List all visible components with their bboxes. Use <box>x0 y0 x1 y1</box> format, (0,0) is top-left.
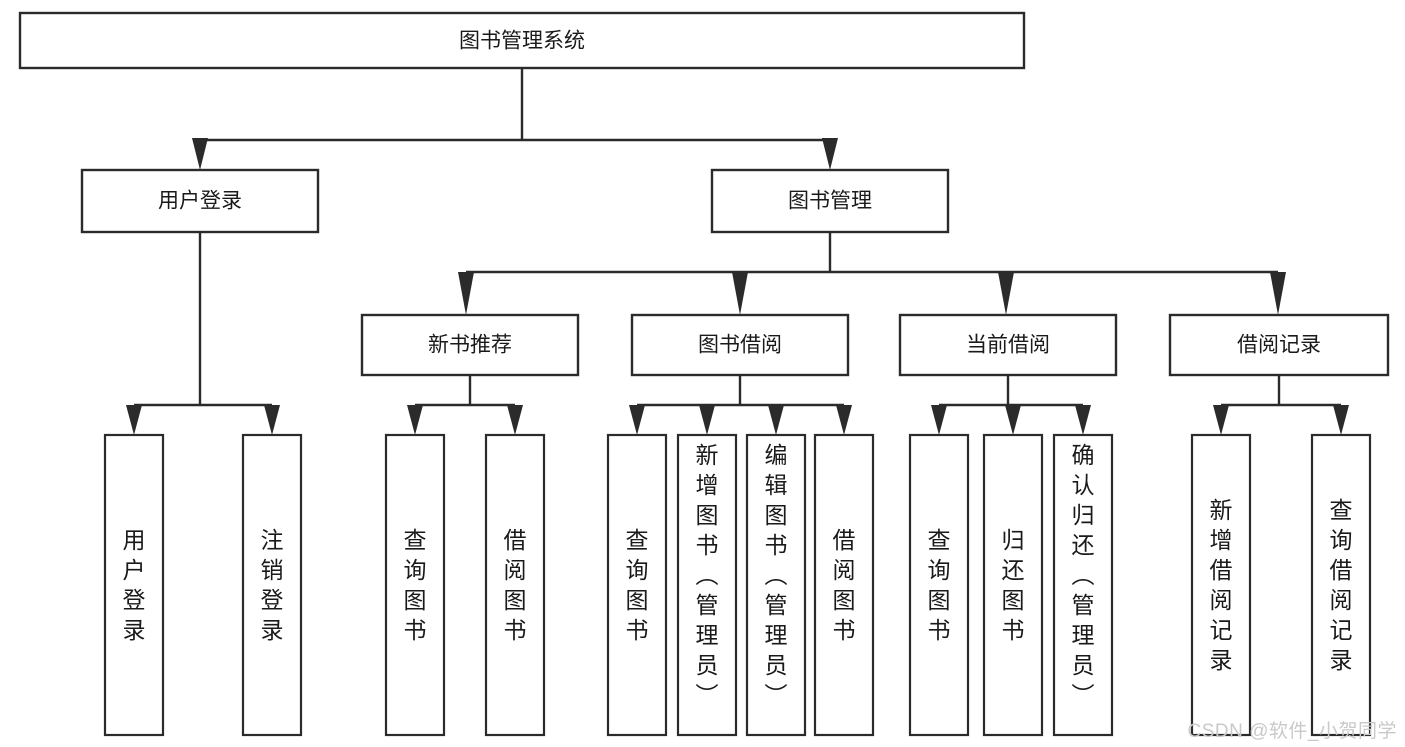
leaf-node-box[interactable] <box>676 433 738 737</box>
leaf-node-box[interactable] <box>813 433 875 737</box>
leaf-node-box[interactable] <box>384 433 446 737</box>
connector-group-book-borrow <box>629 375 852 435</box>
leaf-node-box[interactable] <box>745 433 807 737</box>
node-book-manage[interactable]: 图书管理 <box>710 168 950 234</box>
node-user-login-label: 用户登录 <box>158 190 242 213</box>
node-user-login-box[interactable] <box>80 168 320 234</box>
leaf-node[interactable]: 查询图书 <box>606 433 668 737</box>
leaf-node[interactable]: 新增借阅记录 <box>1190 433 1252 737</box>
leaf-node-layer: 用户登录 注销登录 查询图书 借阅图书 查询图书 新增图书︵管理员︶ 编辑图书︵管理员︶ 借阅… <box>103 433 1372 737</box>
arrow-head-book-borrow <box>732 272 748 315</box>
leaf-node-label: 新增借阅记录 <box>1210 497 1233 673</box>
connector-group-root <box>192 68 838 170</box>
connector-group-current-borrow <box>931 375 1091 435</box>
node-current-borrow-box[interactable] <box>898 313 1118 377</box>
connector-group-user-login <box>126 232 280 435</box>
leaf-node[interactable]: 确认归还︵管理员︶ <box>1052 433 1114 737</box>
csdn-watermark: CSDN @软件_小贺同学 <box>1187 721 1397 742</box>
leaf-node-box[interactable] <box>1052 433 1114 737</box>
arrow-head-leaf-borrow-book-2 <box>836 405 852 435</box>
leaf-node[interactable]: 新增图书︵管理员︶ <box>676 433 738 737</box>
node-new-book-rec-label: 新书推荐 <box>428 334 512 357</box>
leaf-node-label: 注销登录 <box>261 527 284 643</box>
leaf-node-box[interactable] <box>982 433 1044 737</box>
node-book-borrow[interactable]: 图书借阅 <box>630 313 850 377</box>
arrow-head-user-login <box>192 138 208 170</box>
leaf-node-box[interactable] <box>1190 433 1252 737</box>
arrow-head-book-manage <box>822 138 838 170</box>
node-root-label: 图书管理系统 <box>459 30 585 53</box>
leaf-node-box[interactable] <box>241 433 303 737</box>
node-book-manage-box[interactable] <box>710 168 950 234</box>
node-root[interactable]: 图书管理系统 <box>18 11 1026 70</box>
connector-group-new-book-rec <box>407 375 523 435</box>
node-book-manage-label: 图书管理 <box>788 190 872 213</box>
arrow-head-leaf-user-login <box>126 405 142 435</box>
arrow-head-leaf-query-record <box>1333 405 1349 435</box>
leaf-node-label: 查询借阅记录 <box>1330 497 1353 673</box>
arrow-head-leaf-return-book <box>1005 405 1021 435</box>
leaf-node[interactable]: 注销登录 <box>241 433 303 737</box>
leaf-node-box[interactable] <box>103 433 165 737</box>
arrow-head-leaf-borrow-book-1 <box>507 405 523 435</box>
node-borrow-record[interactable]: 借阅记录 <box>1168 313 1390 377</box>
leaf-node-label: 查询图书 <box>404 527 427 643</box>
leaf-node-box[interactable] <box>908 433 970 737</box>
arrow-head-leaf-edit-book <box>768 405 784 435</box>
node-borrow-record-label: 借阅记录 <box>1237 334 1321 357</box>
node-current-borrow-label: 当前借阅 <box>966 334 1050 357</box>
leaf-node-label: 新增图书︵管理员︶ <box>696 442 719 708</box>
leaf-node-label: 编辑图书︵管理员︶ <box>765 442 788 708</box>
arrow-head-leaf-confirm-return <box>1075 405 1091 435</box>
leaf-node-label: 归还图书 <box>1002 527 1025 643</box>
arrow-head-leaf-query-book-3 <box>931 405 947 435</box>
leaf-node[interactable]: 用户登录 <box>103 433 165 737</box>
arrow-head-leaf-query-book-2 <box>629 405 645 435</box>
leaf-node-label: 确认归还︵管理员︶ <box>1072 442 1095 708</box>
leaf-node-label: 用户登录 <box>123 527 146 643</box>
arrow-head-leaf-add-record <box>1213 405 1229 435</box>
leaf-node[interactable]: 查询图书 <box>384 433 446 737</box>
leaf-node-box[interactable] <box>1310 433 1372 737</box>
node-book-borrow-label: 图书借阅 <box>698 334 782 357</box>
arrow-head-borrow-record <box>1270 272 1286 315</box>
node-current-borrow[interactable]: 当前借阅 <box>898 313 1118 377</box>
leaf-node-label: 借阅图书 <box>504 527 527 643</box>
leaf-node[interactable]: 查询借阅记录 <box>1310 433 1372 737</box>
arrow-head-leaf-user-logout <box>264 405 280 435</box>
node-root-box[interactable] <box>18 11 1026 70</box>
node-new-book-rec-box[interactable] <box>360 313 580 377</box>
connector-group-borrow-record <box>1213 375 1349 435</box>
leaf-node-label: 查询图书 <box>928 527 951 643</box>
node-book-borrow-box[interactable] <box>630 313 850 377</box>
leaf-node-box[interactable] <box>484 433 546 737</box>
leaf-node[interactable]: 归还图书 <box>982 433 1044 737</box>
arrow-head-leaf-query-book-1 <box>407 405 423 435</box>
leaf-node[interactable]: 借阅图书 <box>484 433 546 737</box>
arrow-head-current-borrow <box>998 272 1014 315</box>
leaf-node-label: 借阅图书 <box>833 527 856 643</box>
leaf-node-box[interactable] <box>606 433 668 737</box>
leaf-node[interactable]: 借阅图书 <box>813 433 875 737</box>
leaf-node[interactable]: 查询图书 <box>908 433 970 737</box>
node-new-book-rec[interactable]: 新书推荐 <box>360 313 580 377</box>
node-user-login[interactable]: 用户登录 <box>80 168 320 234</box>
connector-group-book-manage <box>458 232 1286 315</box>
leaf-node[interactable]: 编辑图书︵管理员︶ <box>745 433 807 737</box>
node-borrow-record-box[interactable] <box>1168 313 1390 377</box>
arrow-head-new-book-rec <box>458 272 474 315</box>
arrow-head-leaf-add-book <box>699 405 715 435</box>
leaf-node-label: 查询图书 <box>626 527 649 643</box>
